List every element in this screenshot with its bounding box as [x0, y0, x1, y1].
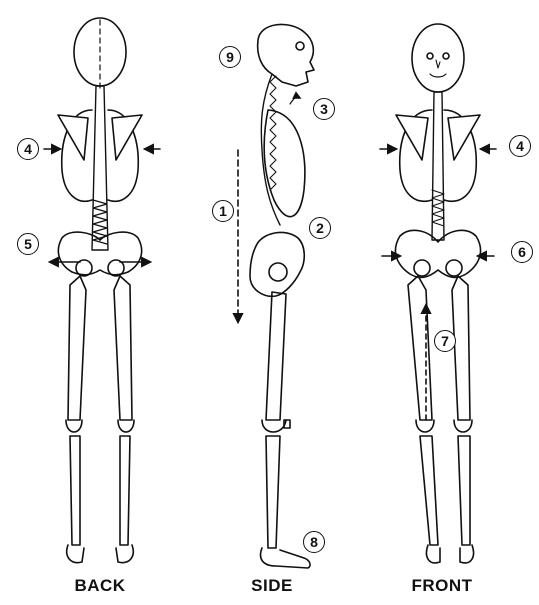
- side-tibia: [266, 436, 280, 548]
- marker-6: 6: [511, 241, 533, 263]
- back-skeleton: [44, 18, 160, 563]
- marker-1: 1: [212, 200, 234, 222]
- label-front: FRONT: [411, 576, 472, 596]
- label-side: SIDE: [251, 576, 293, 596]
- label-back: BACK: [74, 576, 125, 596]
- marker-3: 3: [313, 98, 335, 120]
- back-femur-right: [114, 276, 132, 420]
- side-skeleton: [238, 24, 314, 568]
- marker-2: 2: [309, 217, 331, 239]
- marker-9: 9: [219, 46, 241, 68]
- front-tibia-left: [420, 436, 438, 545]
- marker-5: 5: [17, 233, 39, 255]
- back-femur-left: [68, 276, 86, 420]
- front-tibia-right: [458, 436, 470, 545]
- marker-4-back: 4: [17, 138, 39, 160]
- side-foot: [261, 548, 311, 568]
- marker-4-front: 4: [509, 135, 531, 157]
- marker-7: 7: [434, 330, 456, 352]
- side-skull: [258, 24, 314, 86]
- back-tibia-left: [70, 436, 80, 545]
- marker-8: 8: [303, 531, 325, 553]
- front-femur-right: [452, 276, 470, 420]
- front-skeleton: [380, 24, 496, 563]
- front-pelvis: [395, 230, 480, 277]
- front-femur-left: [408, 276, 432, 420]
- side-pelvis: [250, 232, 304, 296]
- front-head: [412, 24, 464, 92]
- side-femur: [266, 292, 286, 420]
- back-tibia-right: [120, 436, 130, 545]
